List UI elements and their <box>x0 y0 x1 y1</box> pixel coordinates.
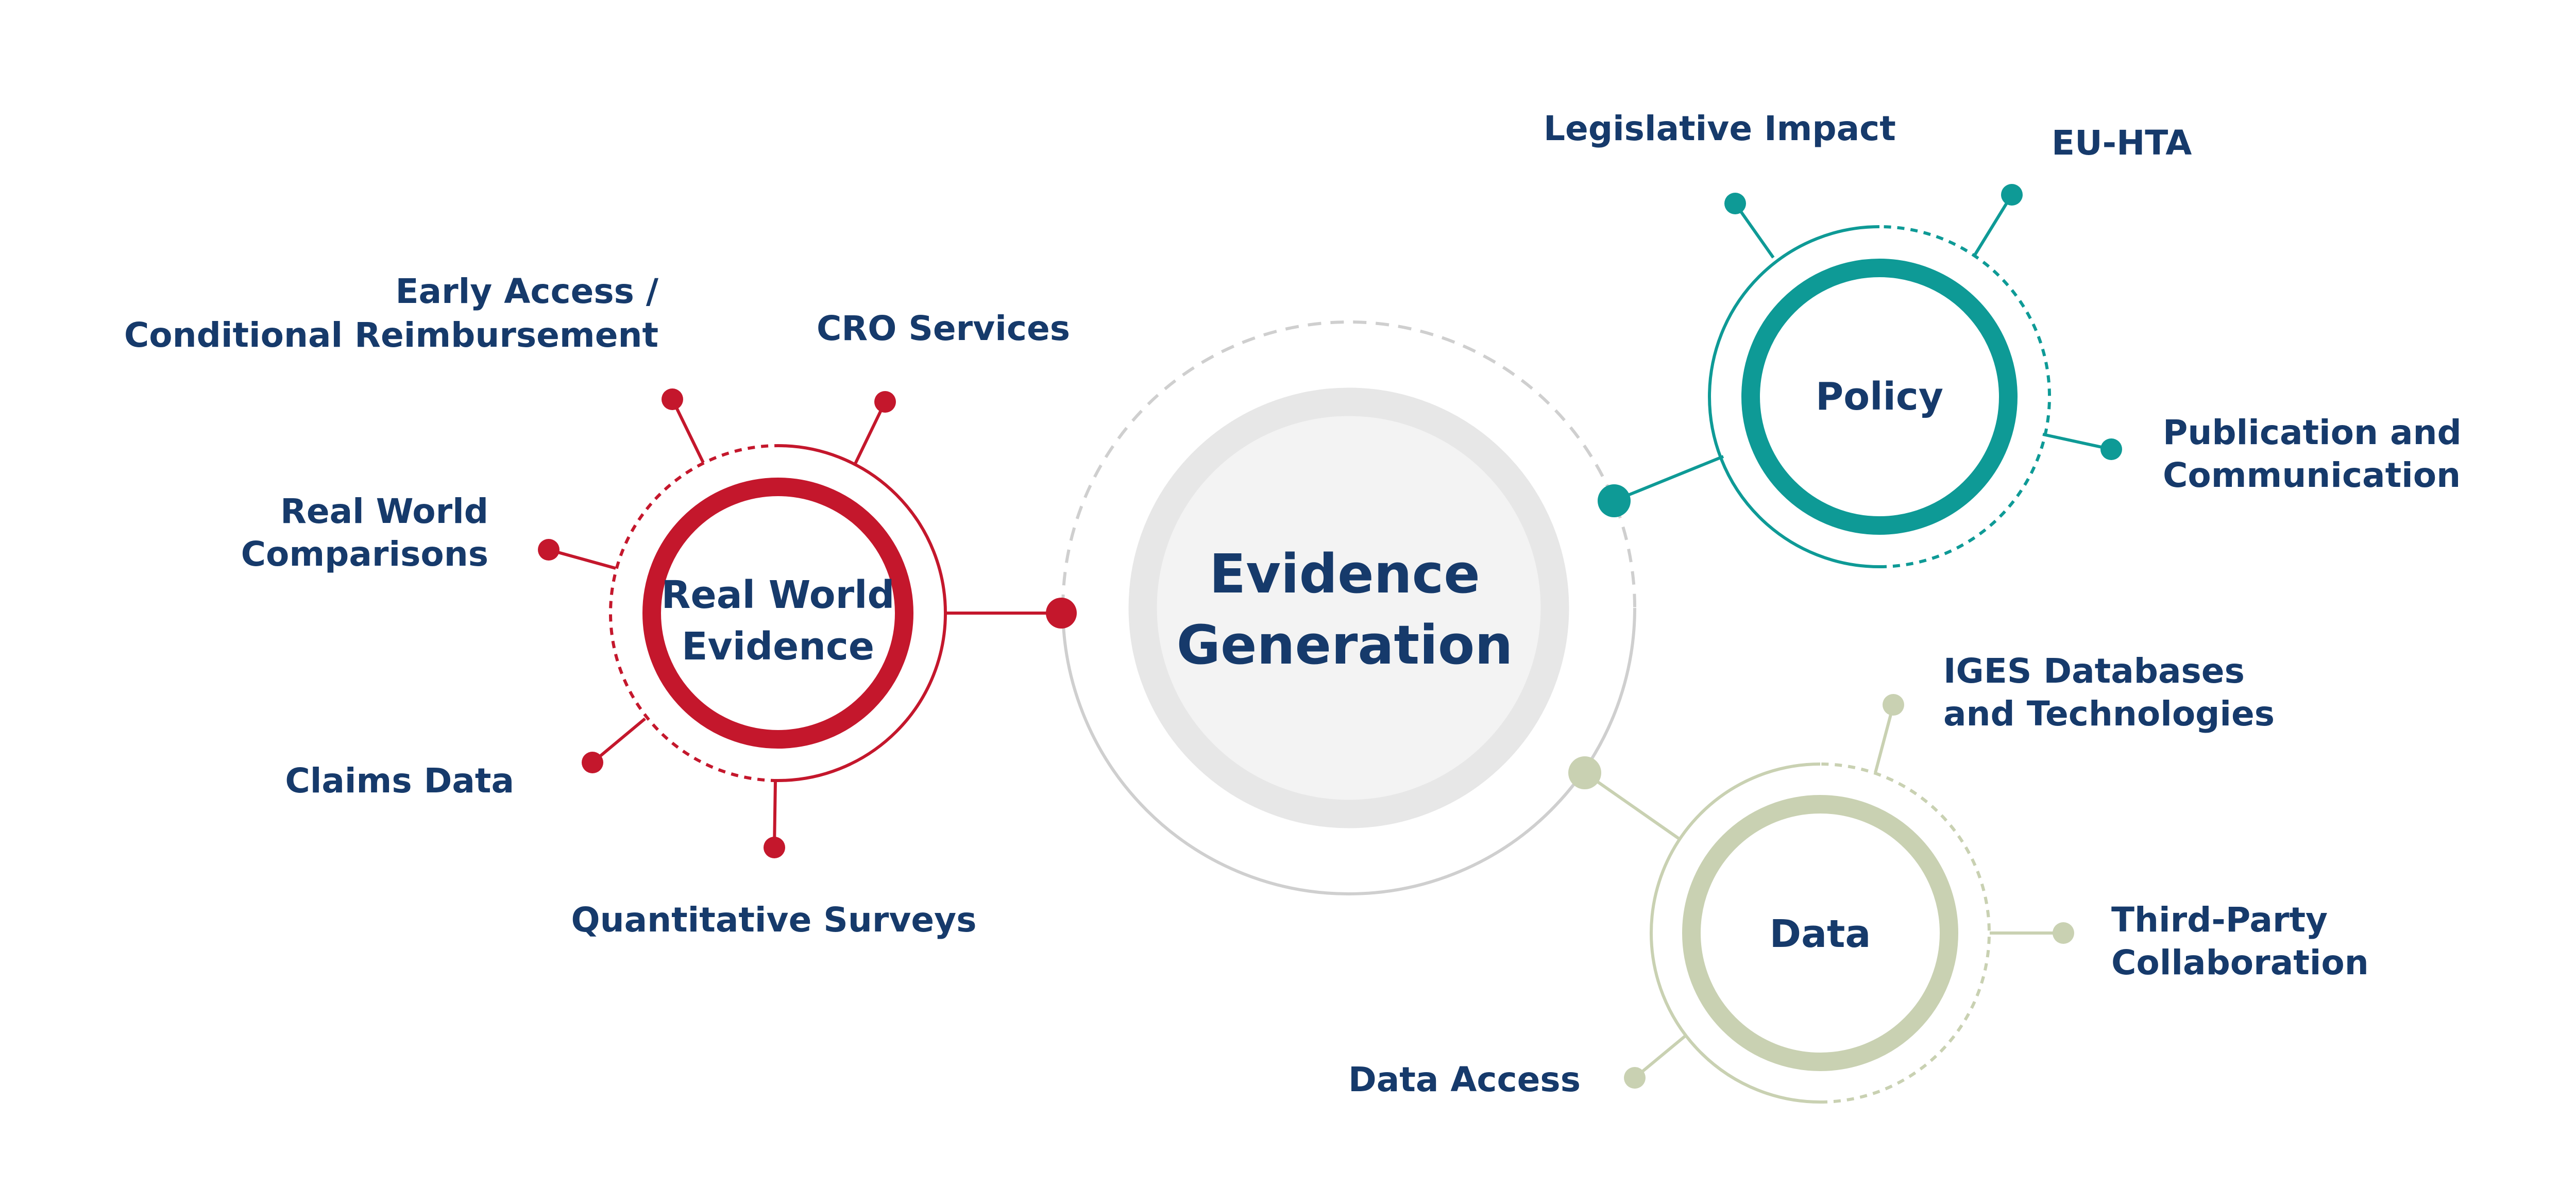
rwe-spoke-claims <box>591 717 646 764</box>
rwe-outer-ring-dashed <box>609 444 778 782</box>
data-node: Data IGES Databases and Technologies Thi… <box>1348 651 2369 1104</box>
center-title-line1: Evidence <box>1209 543 1480 605</box>
rwe-label-early-access-line1: Early Access / <box>395 272 658 311</box>
rwe-label-surveys: Quantitative Surveys <box>571 900 977 940</box>
data-outer-ring-solid <box>1650 763 1821 1104</box>
policy-node: Policy Legislative Impact EU-HTA Publica… <box>1544 109 2462 568</box>
rwe-label-claims: Claims Data <box>285 761 514 801</box>
rwe-title-line1: Real World <box>662 573 895 617</box>
policy-spoke-legislative <box>1734 202 1775 259</box>
policy-title: Policy <box>1816 375 1943 419</box>
center-outer-ring-solid <box>1061 607 1636 895</box>
data-outer-ring-dashed <box>1820 763 1991 1104</box>
rwe-main-ring <box>642 478 913 749</box>
policy-label-publication-line1: Publication and <box>2163 413 2462 452</box>
rwe-dot-cro <box>874 391 896 413</box>
policy-label-euhta: EU-HTA <box>2052 123 2192 163</box>
rwe-title-line2: Evidence <box>682 624 874 669</box>
rwe-label-cro: CRO Services <box>817 309 1070 348</box>
policy-label-legislative: Legislative Impact <box>1544 109 1896 148</box>
rwe-dot-early-access <box>662 388 683 410</box>
data-dot-iges <box>1883 694 1904 716</box>
data-title: Data <box>1770 912 1871 956</box>
real-world-evidence-node: Real World Evidence Early Access / Condi… <box>124 272 1077 940</box>
data-label-access: Data Access <box>1348 1060 1581 1099</box>
data-dot-third-party <box>2053 922 2074 944</box>
rwe-label-comparisons-line2: Comparisons <box>241 534 488 574</box>
policy-spoke-publication <box>2042 433 2112 451</box>
data-label-iges-line2: and Technologies <box>1943 694 2275 734</box>
policy-spoke-euhta <box>1973 194 2013 256</box>
data-spoke-access <box>1634 1034 1687 1079</box>
data-connector <box>1584 771 1682 841</box>
rwe-spoke-comparisons <box>548 548 616 570</box>
rwe-dot-comparisons <box>538 539 560 561</box>
data-main-ring <box>1682 795 1958 1071</box>
data-label-third-party-line2: Collaboration <box>2111 943 2369 982</box>
policy-label-publication-line2: Communication <box>2163 455 2461 495</box>
center-node: Evidence Generation <box>1061 320 1636 895</box>
center-inner-disc <box>1157 416 1540 800</box>
center-outer-ring-dashed <box>1061 320 1636 608</box>
center-title-line2: Generation <box>1177 614 1513 676</box>
rwe-label-early-access-line2: Conditional Reimbursement <box>124 315 658 355</box>
data-dot-access <box>1624 1067 1646 1089</box>
policy-dot-publication <box>2100 438 2122 460</box>
rwe-spoke-surveys <box>773 780 777 848</box>
data-label-third-party-line1: Third-Party <box>2111 900 2328 940</box>
policy-dot-legislative <box>1724 193 1746 214</box>
data-spoke-iges <box>1874 704 1895 773</box>
policy-connector <box>1613 455 1724 502</box>
rwe-connector-dot <box>1046 598 1077 629</box>
policy-outer-ring-dashed <box>1879 225 2051 568</box>
data-label-iges-line1: IGES Databases <box>1943 651 2245 691</box>
rwe-outer-ring-solid <box>777 444 947 782</box>
rwe-label-comparisons-line1: Real World <box>280 492 488 531</box>
rwe-dot-surveys <box>764 837 785 858</box>
policy-dot-euhta <box>2001 184 2023 206</box>
rwe-spoke-early-access <box>671 398 705 464</box>
policy-outer-ring-solid <box>1708 225 1880 568</box>
rwe-dot-claims <box>582 752 603 773</box>
policy-connector-dot <box>1598 484 1631 517</box>
rwe-spoke-cro <box>854 401 887 465</box>
policy-main-ring <box>1741 259 2018 535</box>
data-connector-dot <box>1568 756 1601 789</box>
